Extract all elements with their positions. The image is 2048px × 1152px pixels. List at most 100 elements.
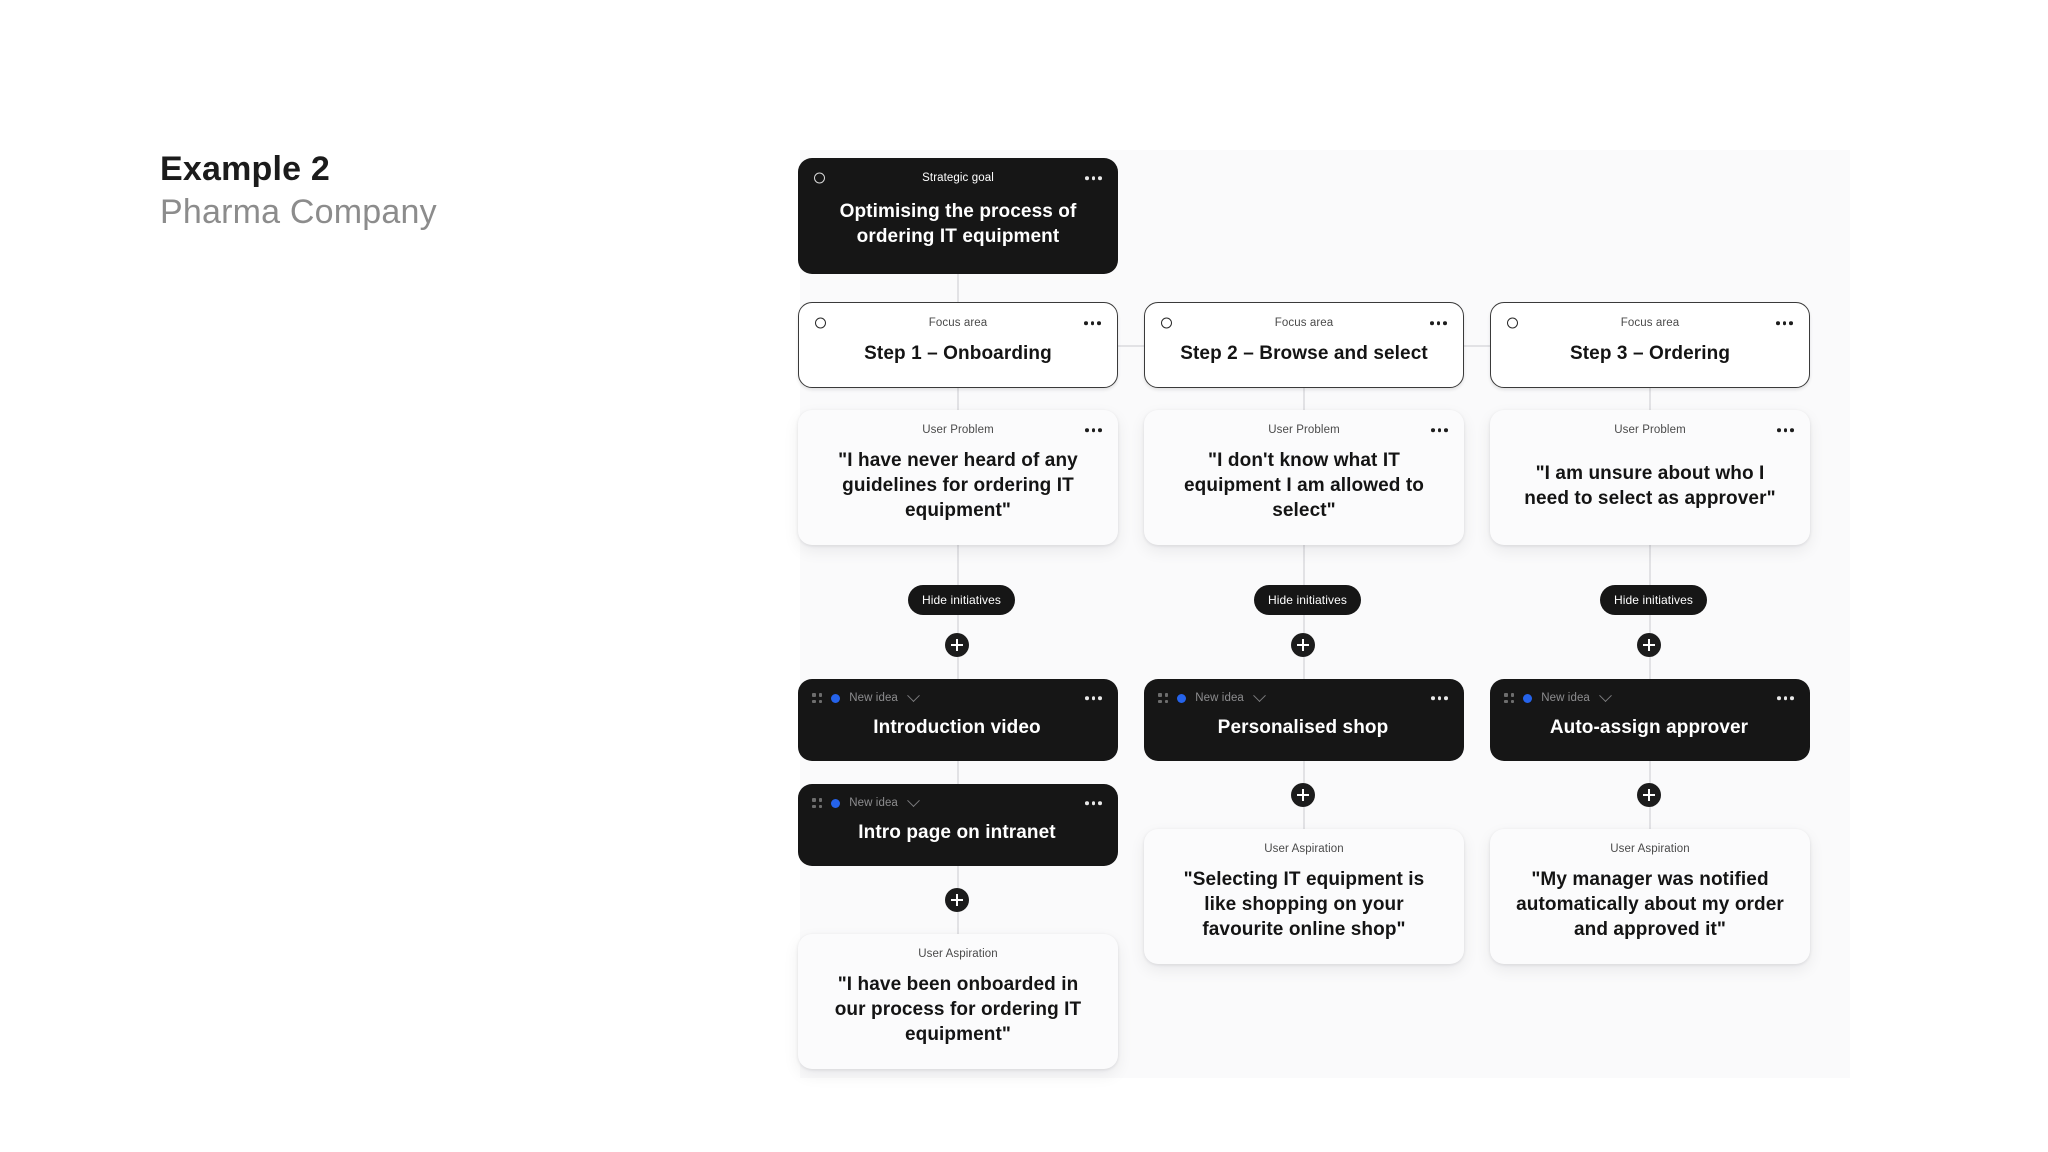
card-header: User Aspiration (1506, 839, 1794, 859)
card-body: "I have never heard of any guidelines fo… (814, 440, 1102, 531)
card-body: Step 3 – Ordering (1507, 333, 1793, 373)
card-kicker: User Problem (1268, 424, 1340, 436)
card-header: Focus area (1161, 313, 1447, 333)
add-initiative-button-1b[interactable] (945, 888, 969, 912)
hide-initiatives-label: Hide initiatives (1614, 593, 1693, 607)
card-header: User Problem (814, 420, 1102, 440)
card-header: Focus area (815, 313, 1101, 333)
card-title: Intro page on intranet (858, 822, 1056, 844)
focus-area-card-3[interactable]: Focus area Step 3 – Ordering (1490, 302, 1810, 388)
idea-card-1-1[interactable]: New idea Introduction video (798, 679, 1118, 761)
more-options-icon[interactable] (1777, 696, 1794, 700)
card-body: Step 2 – Browse and select (1161, 333, 1447, 373)
card-header: User Aspiration (814, 944, 1102, 964)
drag-handle-icon[interactable] (812, 797, 823, 809)
hide-initiatives-button-3[interactable]: Hide initiatives (1600, 585, 1707, 615)
more-options-icon[interactable] (1430, 321, 1447, 325)
more-options-icon[interactable] (1085, 801, 1102, 805)
user-aspiration-card-3[interactable]: User Aspiration "My manager was notified… (1490, 829, 1810, 964)
drag-handle-icon[interactable] (1504, 692, 1515, 704)
status-badge: New idea (1195, 692, 1244, 704)
connector-c3-problem-toggle (1649, 545, 1651, 585)
user-problem-card-3[interactable]: User Problem "I am unsure about who I ne… (1490, 410, 1810, 545)
more-options-icon[interactable] (1084, 321, 1101, 325)
chevron-down-icon[interactable] (1253, 688, 1266, 702)
add-initiative-button-2b[interactable] (1291, 783, 1315, 807)
card-title: Step 2 – Browse and select (1180, 342, 1428, 364)
card-header: New idea (1158, 688, 1448, 708)
more-options-icon[interactable] (1085, 428, 1102, 432)
card-kicker: User Aspiration (918, 948, 998, 960)
card-kicker: User Aspiration (1264, 843, 1344, 855)
more-options-icon[interactable] (1085, 696, 1102, 700)
page-title: Example 2 Pharma Company (160, 148, 437, 233)
idea-status-group: New idea (1504, 688, 1612, 704)
card-title: "Selecting IT equipment is like shopping… (1183, 869, 1425, 940)
idea-status-group: New idea (812, 793, 920, 809)
user-problem-card-2[interactable]: User Problem "I don't know what IT equip… (1144, 410, 1464, 545)
chevron-down-icon[interactable] (1599, 688, 1612, 702)
card-header: User Problem (1506, 420, 1794, 440)
card-title: "My manager was notified automatically a… (1516, 869, 1784, 940)
status-badge: New idea (849, 692, 898, 704)
card-header: New idea (812, 793, 1102, 813)
more-options-icon[interactable] (1431, 696, 1448, 700)
connector-c2-toggle-plus (1303, 615, 1305, 633)
hide-initiatives-label: Hide initiatives (922, 593, 1001, 607)
idea-status-group: New idea (1158, 688, 1266, 704)
card-body: "Selecting IT equipment is like shopping… (1160, 859, 1448, 950)
card-title: Auto-assign approver (1549, 717, 1749, 739)
drag-handle-icon[interactable] (812, 692, 823, 704)
hide-initiatives-label: Hide initiatives (1268, 593, 1347, 607)
hide-initiatives-button-1[interactable]: Hide initiatives (908, 585, 1015, 615)
card-header: New idea (812, 688, 1102, 708)
card-body: Optimising the process of ordering IT eq… (814, 188, 1102, 260)
user-aspiration-card-1[interactable]: User Aspiration "I have been onboarded i… (798, 934, 1118, 1069)
card-header: User Problem (1160, 420, 1448, 440)
chevron-down-icon[interactable] (907, 688, 920, 702)
idea-card-3-1[interactable]: New idea Auto-assign approver (1490, 679, 1810, 761)
user-aspiration-card-2[interactable]: User Aspiration "Selecting IT equipment … (1144, 829, 1464, 964)
focus-area-card-1[interactable]: Focus area Step 1 – Onboarding (798, 302, 1118, 388)
add-initiative-button-3b[interactable] (1637, 783, 1661, 807)
user-problem-card-1[interactable]: User Problem "I have never heard of any … (798, 410, 1118, 545)
more-options-icon[interactable] (1777, 428, 1794, 432)
card-kicker: Focus area (928, 317, 988, 329)
add-initiative-button-2[interactable] (1291, 633, 1315, 657)
card-header: Focus area (1507, 313, 1793, 333)
hide-initiatives-button-2[interactable]: Hide initiatives (1254, 585, 1361, 615)
circle-icon (1507, 317, 1518, 329)
card-header: Strategic goal (814, 168, 1102, 188)
more-options-icon[interactable] (1085, 176, 1102, 180)
connector-c2-problem-toggle (1303, 545, 1305, 585)
strategic-goal-card[interactable]: Strategic goal Optimising the process of… (798, 158, 1118, 274)
add-initiative-button-1[interactable] (945, 633, 969, 657)
card-header: New idea (1504, 688, 1794, 708)
card-body: Auto-assign approver (1504, 708, 1794, 747)
card-body: Introduction video (812, 708, 1102, 747)
circle-icon (814, 172, 825, 184)
card-kicker: User Problem (922, 424, 994, 436)
card-body: "I am unsure about who I need to select … (1506, 440, 1794, 531)
card-header: User Aspiration (1160, 839, 1448, 859)
more-options-icon[interactable] (1776, 321, 1793, 325)
connector-c2-idea1-plus (1303, 761, 1305, 783)
card-kicker: User Problem (1614, 424, 1686, 436)
card-body: Step 1 – Onboarding (815, 333, 1101, 373)
status-dot-icon (1523, 693, 1533, 703)
card-title: "I don't know what IT equipment I am all… (1183, 450, 1425, 521)
connector-c3-idea1-plus (1649, 761, 1651, 783)
drag-handle-icon[interactable] (1158, 692, 1169, 704)
connector-c3-plus-idea1 (1649, 657, 1651, 679)
card-body: "My manager was notified automatically a… (1506, 859, 1794, 950)
connector-c2-plus-aspiration (1303, 807, 1305, 829)
idea-card-1-2[interactable]: New idea Intro page on intranet (798, 784, 1118, 866)
more-options-icon[interactable] (1431, 428, 1448, 432)
chevron-down-icon[interactable] (907, 793, 920, 807)
idea-card-2-1[interactable]: New idea Personalised shop (1144, 679, 1464, 761)
card-body: "I have been onboarded in our process fo… (814, 964, 1102, 1055)
focus-area-card-2[interactable]: Focus area Step 2 – Browse and select (1144, 302, 1464, 388)
add-initiative-button-3[interactable] (1637, 633, 1661, 657)
card-title: Introduction video (873, 717, 1041, 739)
